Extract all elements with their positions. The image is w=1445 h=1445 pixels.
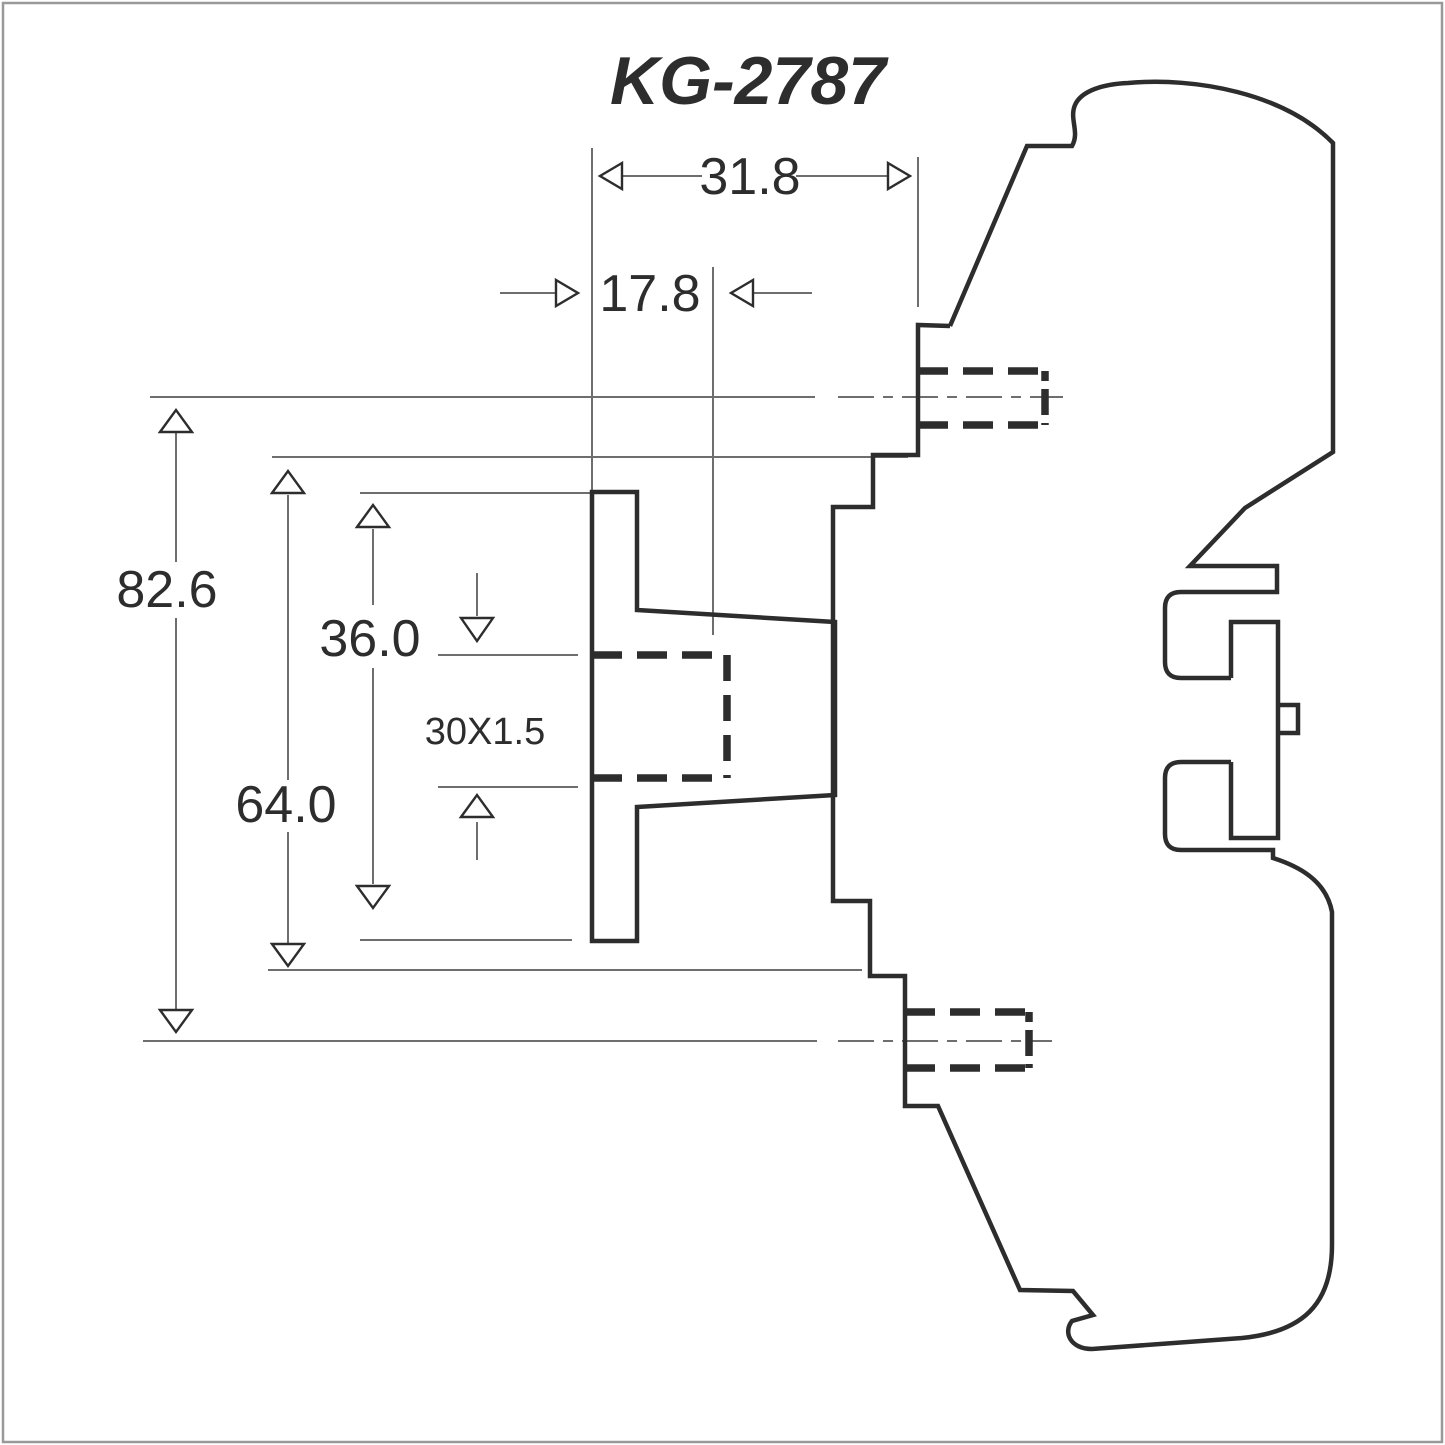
dim-label-flange-height: 36.0 xyxy=(319,610,420,668)
arrow-up-thread xyxy=(458,792,496,819)
flange xyxy=(589,489,838,944)
arrowheads xyxy=(157,160,913,1035)
drawing-title: KG-2787 xyxy=(610,43,889,119)
jaw-guide xyxy=(1228,619,1301,841)
arrow-right-318 xyxy=(886,160,913,192)
dim-label-overall-height: 82.6 xyxy=(116,561,217,619)
arrow-down-82 xyxy=(157,1008,195,1035)
vertical-dimension-lines xyxy=(175,433,478,1010)
thread-spec-label: 30X1.5 xyxy=(425,711,545,753)
dim-label-flange-face-width: 31.8 xyxy=(699,148,800,206)
body-outline-lower xyxy=(830,322,1335,1352)
arrow-up-82 xyxy=(157,407,195,434)
body-outline-upper xyxy=(947,79,1336,681)
arrow-down-36 xyxy=(354,884,392,911)
horizontal-dimension-lines xyxy=(500,175,888,294)
arrow-left-178 xyxy=(728,277,755,309)
arrow-up-36 xyxy=(354,502,392,529)
dim-label-hub-width: 17.8 xyxy=(599,265,700,323)
hidden-lines xyxy=(592,367,1049,1072)
arrow-left-318 xyxy=(597,160,624,192)
arrow-down-thread xyxy=(458,616,496,644)
chuck-body xyxy=(830,79,1336,1352)
flange-outline xyxy=(589,489,838,944)
arrow-up-64 xyxy=(269,468,307,495)
arrow-right-178 xyxy=(554,277,581,309)
arrow-down-64 xyxy=(269,942,307,969)
labels: KG-2787 31.8 17.8 82.6 64.0 36.0 30X1.5 xyxy=(116,43,889,834)
dimension-extension-lines xyxy=(143,148,1063,1042)
dim-label-mid-height: 64.0 xyxy=(235,776,336,834)
